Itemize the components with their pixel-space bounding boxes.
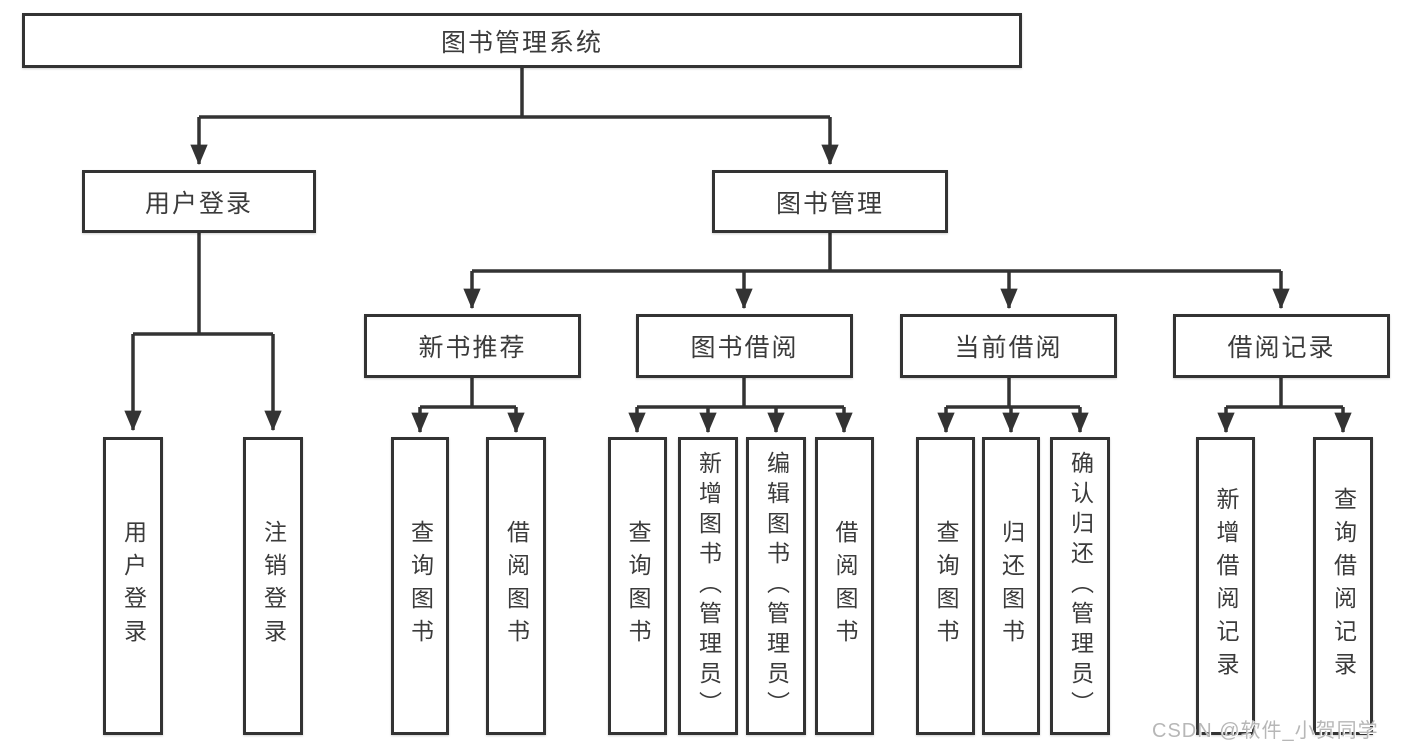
node-root-system: 图书管理系统 [22,13,1022,68]
leaf-edit-books-admin: 编辑图书（管理员） [746,437,806,735]
leaf-query-books-borrow: 查询图书 [608,437,667,735]
leaf-confirm-return-admin: 确认归还（管理员） [1050,437,1110,735]
watermark: CSDN @软件_小贺同学 [1152,720,1379,742]
leaf-query-books-current: 查询图书 [916,437,975,735]
node-current-borrow: 当前借阅 [900,314,1117,378]
leaf-add-borrow-record: 新增借阅记录 [1196,437,1255,735]
node-book-borrow: 图书借阅 [636,314,853,378]
leaf-add-books-admin: 新增图书（管理员） [678,437,738,735]
leaf-query-borrow-record: 查询借阅记录 [1313,437,1373,735]
leaf-query-books-recommend: 查询图书 [391,437,449,735]
leaf-logout: 注销登录 [243,437,303,735]
node-user-login-branch: 用户登录 [82,170,316,233]
leaf-borrow-books: 借阅图书 [815,437,874,735]
node-borrow-records: 借阅记录 [1173,314,1390,378]
leaf-return-books: 归还图书 [982,437,1040,735]
leaf-borrow-books-recommend: 借阅图书 [486,437,546,735]
node-book-management-branch: 图书管理 [712,170,948,233]
leaf-user-login: 用户登录 [103,437,163,735]
node-new-book-recommend: 新书推荐 [364,314,581,378]
